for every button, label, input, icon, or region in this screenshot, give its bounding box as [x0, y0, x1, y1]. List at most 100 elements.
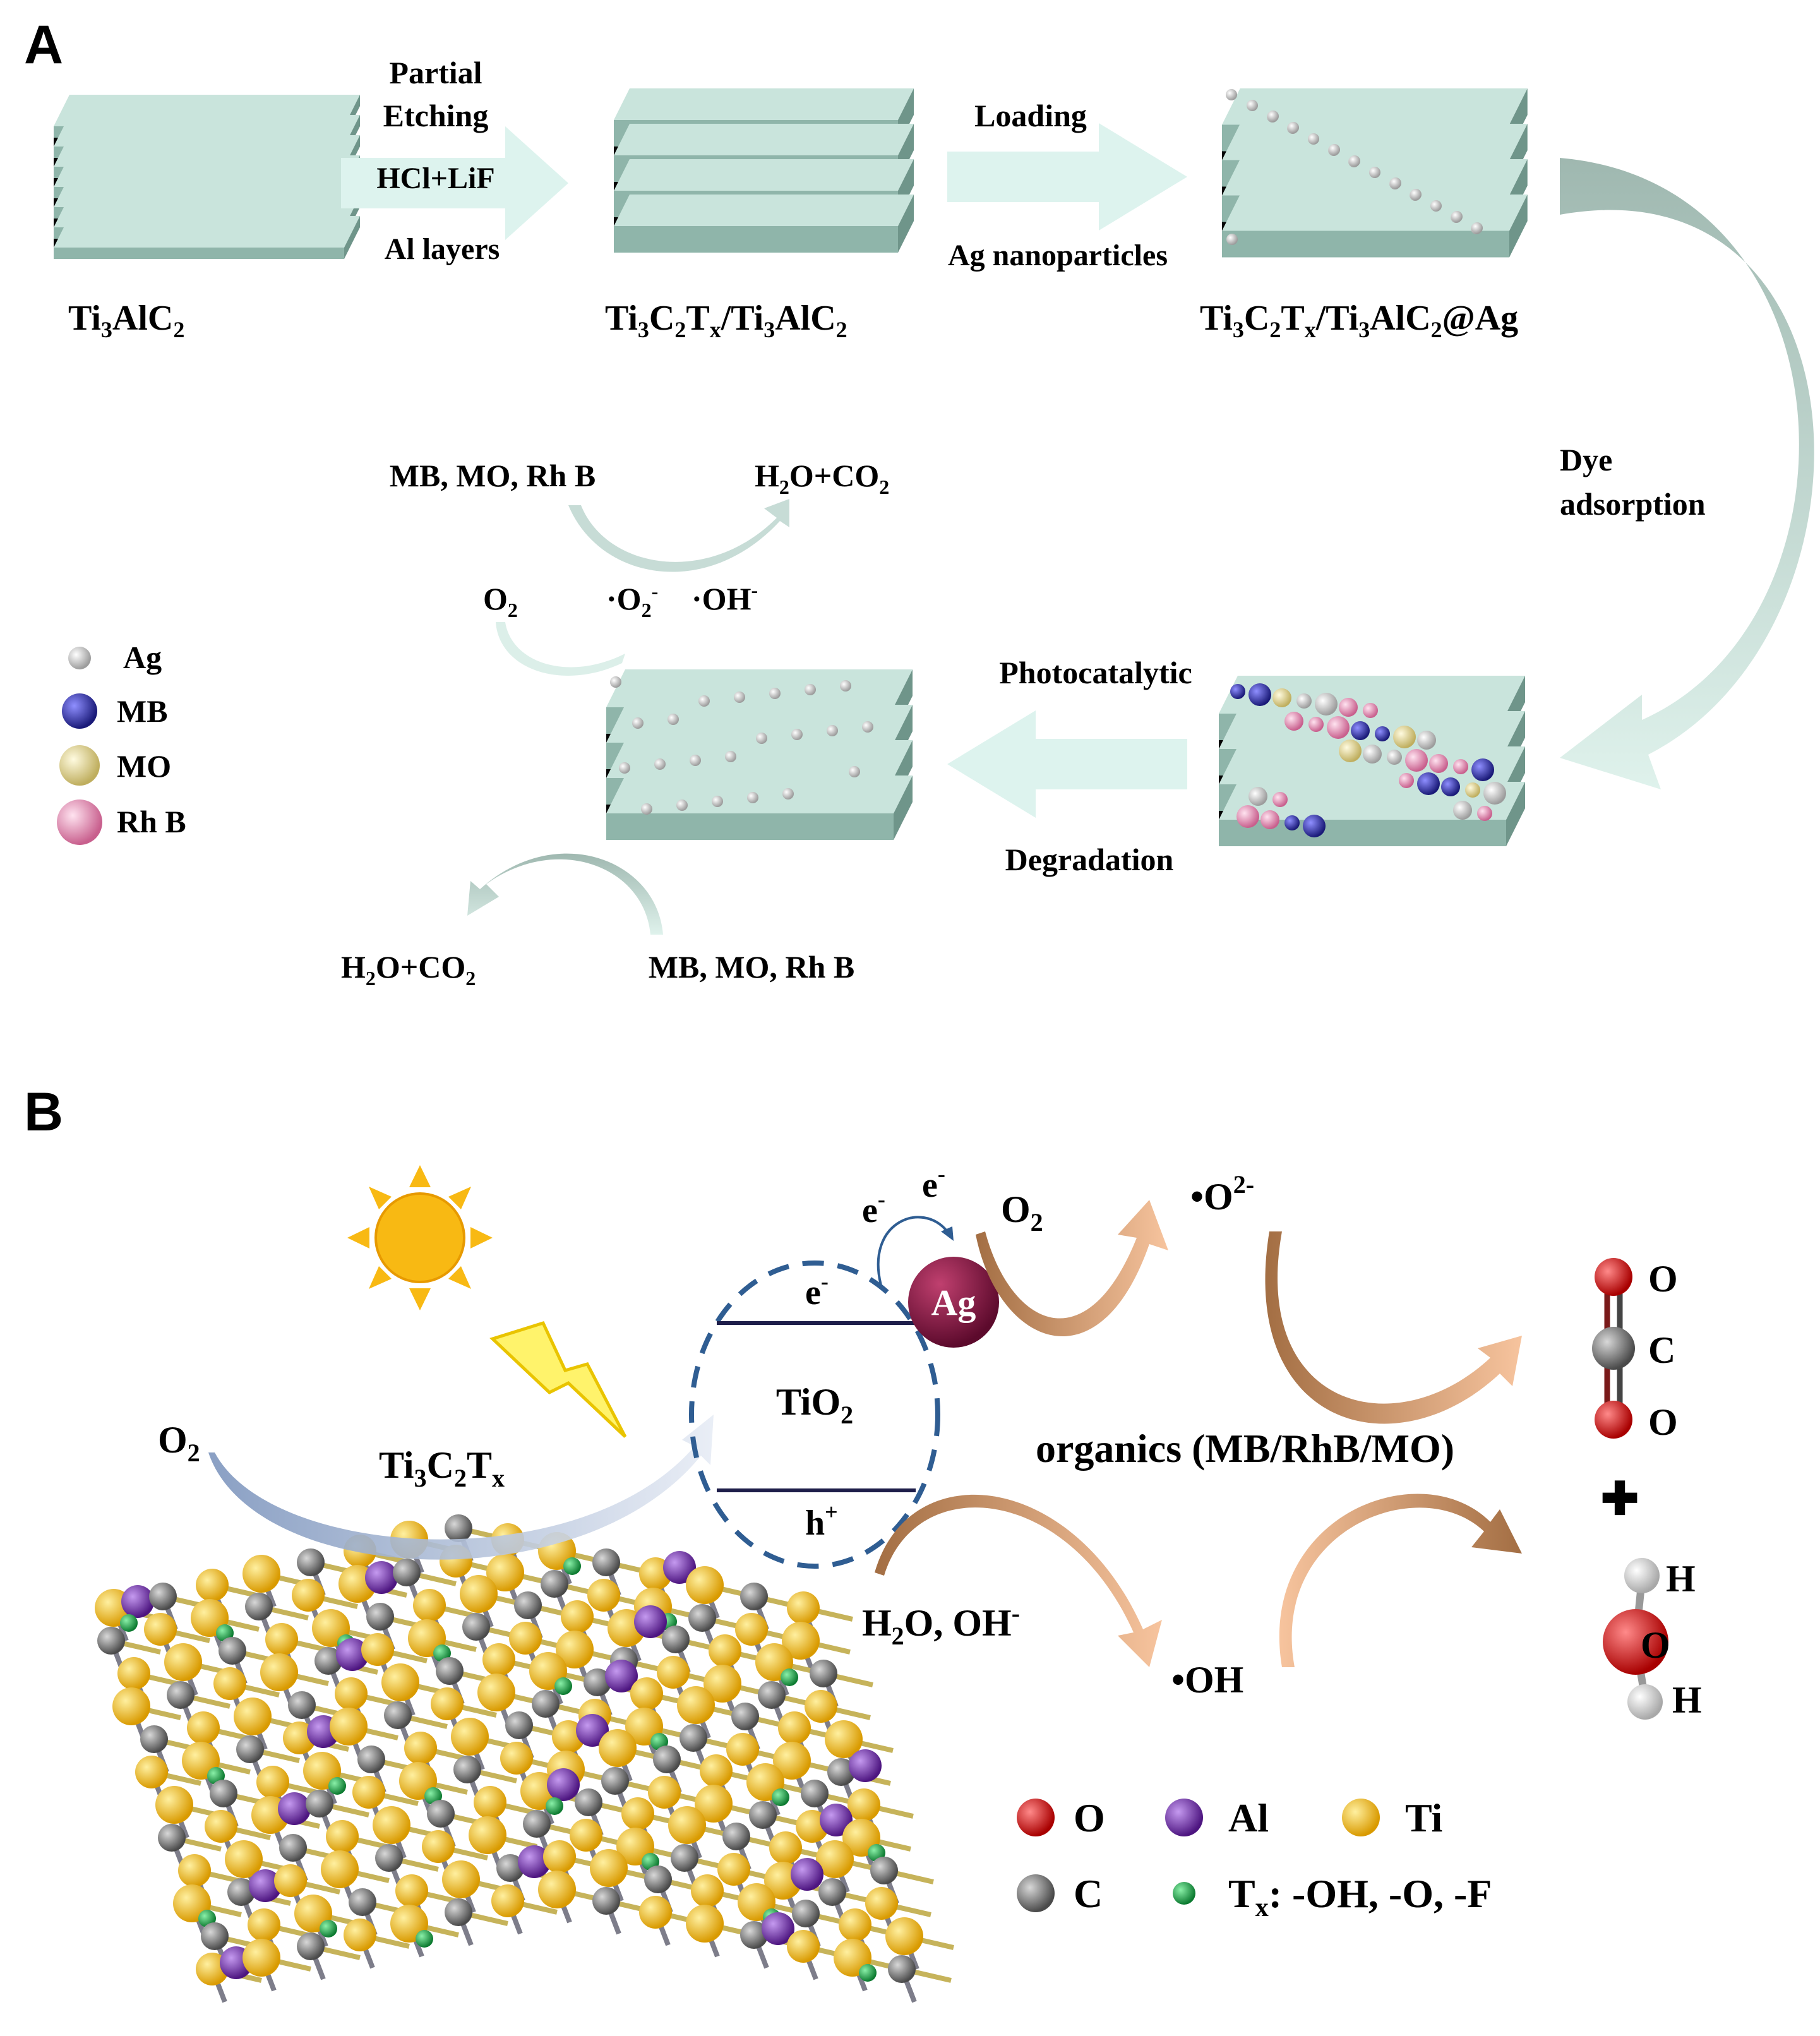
- c-atom: [749, 1801, 777, 1829]
- al-atom: [634, 1605, 667, 1638]
- al-atom: [336, 1638, 369, 1671]
- oxidation-arrow-top: [1265, 1231, 1522, 1424]
- nanoparticle: [1441, 777, 1460, 796]
- tx-group: [320, 1920, 337, 1937]
- panel-b-letter: B: [24, 1082, 63, 1142]
- ti-atom: [787, 1591, 820, 1624]
- al-atom: [365, 1561, 398, 1594]
- al-atom: [121, 1585, 154, 1618]
- nanoparticle: [1339, 698, 1358, 717]
- nanoparticle: [1363, 703, 1378, 718]
- ti3c2tx-lattice: [95, 1514, 954, 2003]
- nanoparticle: [1260, 810, 1279, 829]
- slab-top: [1222, 124, 1528, 160]
- ti-atom: [404, 1732, 437, 1764]
- ti3c2tx-ti3alc2-stack: [614, 88, 914, 253]
- al-legend-label: Al: [1228, 1795, 1269, 1840]
- nanoparticle: [1390, 177, 1401, 189]
- ti-atom: [543, 1840, 576, 1873]
- nanoparticle: [1351, 721, 1370, 740]
- tx-group: [859, 1964, 877, 1982]
- nanoparticle: [1363, 745, 1382, 764]
- nanoparticle: [862, 721, 873, 733]
- panel-b-legend: O Al Ti C Tx: -OH, -O, -F: [1017, 1795, 1492, 1922]
- c-atom: [584, 1668, 611, 1696]
- rhb-legend-label: Rh B: [117, 804, 186, 839]
- nanoparticle: [1399, 773, 1414, 788]
- c-atom: [575, 1788, 602, 1816]
- ti-atom: [717, 1853, 750, 1886]
- nanoparticle: [1267, 111, 1279, 122]
- nanoparticle: [1248, 683, 1271, 706]
- nanoparticle: [632, 717, 644, 729]
- al-atom: [518, 1845, 551, 1878]
- o-legend-swatch: [1017, 1799, 1055, 1836]
- nanoparticle: [1226, 234, 1238, 245]
- nanoparticle: [1483, 782, 1506, 805]
- ti-atom: [373, 1806, 410, 1844]
- loading-label: Loading: [974, 98, 1087, 133]
- nanoparticle: [1417, 772, 1440, 795]
- ti-atom: [769, 1831, 802, 1864]
- ti-atom: [599, 1729, 637, 1767]
- nanoparticle: [676, 799, 688, 811]
- nanoparticle: [1247, 100, 1258, 111]
- upper-products-label: H2O+CO2: [755, 458, 889, 498]
- slab-top: [606, 669, 913, 707]
- ti-atom: [686, 1905, 724, 1943]
- nanoparticle: [641, 803, 652, 815]
- ti-atom: [630, 1677, 663, 1710]
- ti-atom: [500, 1742, 533, 1775]
- rhb-legend-swatch: [57, 799, 102, 845]
- ag-nanoparticle: [908, 1257, 999, 1348]
- lower-products-label: H2O+CO2: [341, 949, 476, 990]
- c-atom: [601, 1767, 629, 1795]
- tx-group: [546, 1797, 563, 1815]
- dye-adsorbed-stack: [1219, 676, 1525, 846]
- nanoparticle: [1369, 167, 1380, 178]
- c-atom: [731, 1703, 759, 1730]
- ti-atom: [381, 1663, 419, 1701]
- nanoparticle: [619, 762, 630, 774]
- c-atom: [801, 1780, 829, 1807]
- ti-atom: [695, 1785, 733, 1823]
- nanoparticle: [1308, 717, 1324, 732]
- ti-atom: [256, 1766, 289, 1799]
- nanoparticle: [1417, 731, 1436, 750]
- ti-atom: [205, 1810, 237, 1843]
- h2o-h-bottom-label: H: [1672, 1679, 1702, 1721]
- ag-legend-swatch: [68, 647, 91, 669]
- o2-cycle-arrow: [496, 622, 625, 676]
- slab-top: [614, 124, 914, 155]
- nanoparticle: [1453, 801, 1472, 820]
- photocatalytic-label: Photocatalytic: [999, 655, 1192, 690]
- ag-nanoparticles-label: Ag nanoparticles: [948, 239, 1168, 272]
- sun-icon: [347, 1165, 493, 1310]
- nanoparticle: [1230, 684, 1245, 699]
- nanoparticle: [690, 755, 701, 766]
- ti-atom: [460, 1575, 498, 1613]
- ti-atom: [196, 1569, 229, 1602]
- c-atom: [758, 1681, 786, 1709]
- ti3c2tx-ti3alc2-ag-label: Ti3C2Tx/Ti3AlC2@Ag: [1200, 299, 1518, 342]
- hydroxyl-formation-arrow: [875, 1494, 1162, 1667]
- ti-atom: [242, 1939, 280, 1977]
- mb-legend-swatch: [62, 693, 97, 729]
- ti-atom: [395, 1874, 428, 1907]
- ti-atom: [326, 1820, 359, 1853]
- c-atom: [644, 1865, 672, 1893]
- slab-top: [1219, 746, 1525, 784]
- c-atom: [888, 1955, 916, 1983]
- upper-cycle-arrow: [568, 499, 789, 572]
- c-atom: [818, 1878, 846, 1906]
- ti-atom: [570, 1819, 602, 1852]
- c-atom: [349, 1888, 376, 1916]
- slab-end: [1506, 782, 1525, 846]
- c-atom: [245, 1593, 273, 1620]
- ti-atom: [486, 1554, 524, 1591]
- panel-a-legend: Ag MB MO Rh B: [57, 640, 186, 845]
- ti-atom: [677, 1686, 715, 1724]
- ti-atom: [248, 1908, 280, 1941]
- tx-group: [563, 1557, 581, 1575]
